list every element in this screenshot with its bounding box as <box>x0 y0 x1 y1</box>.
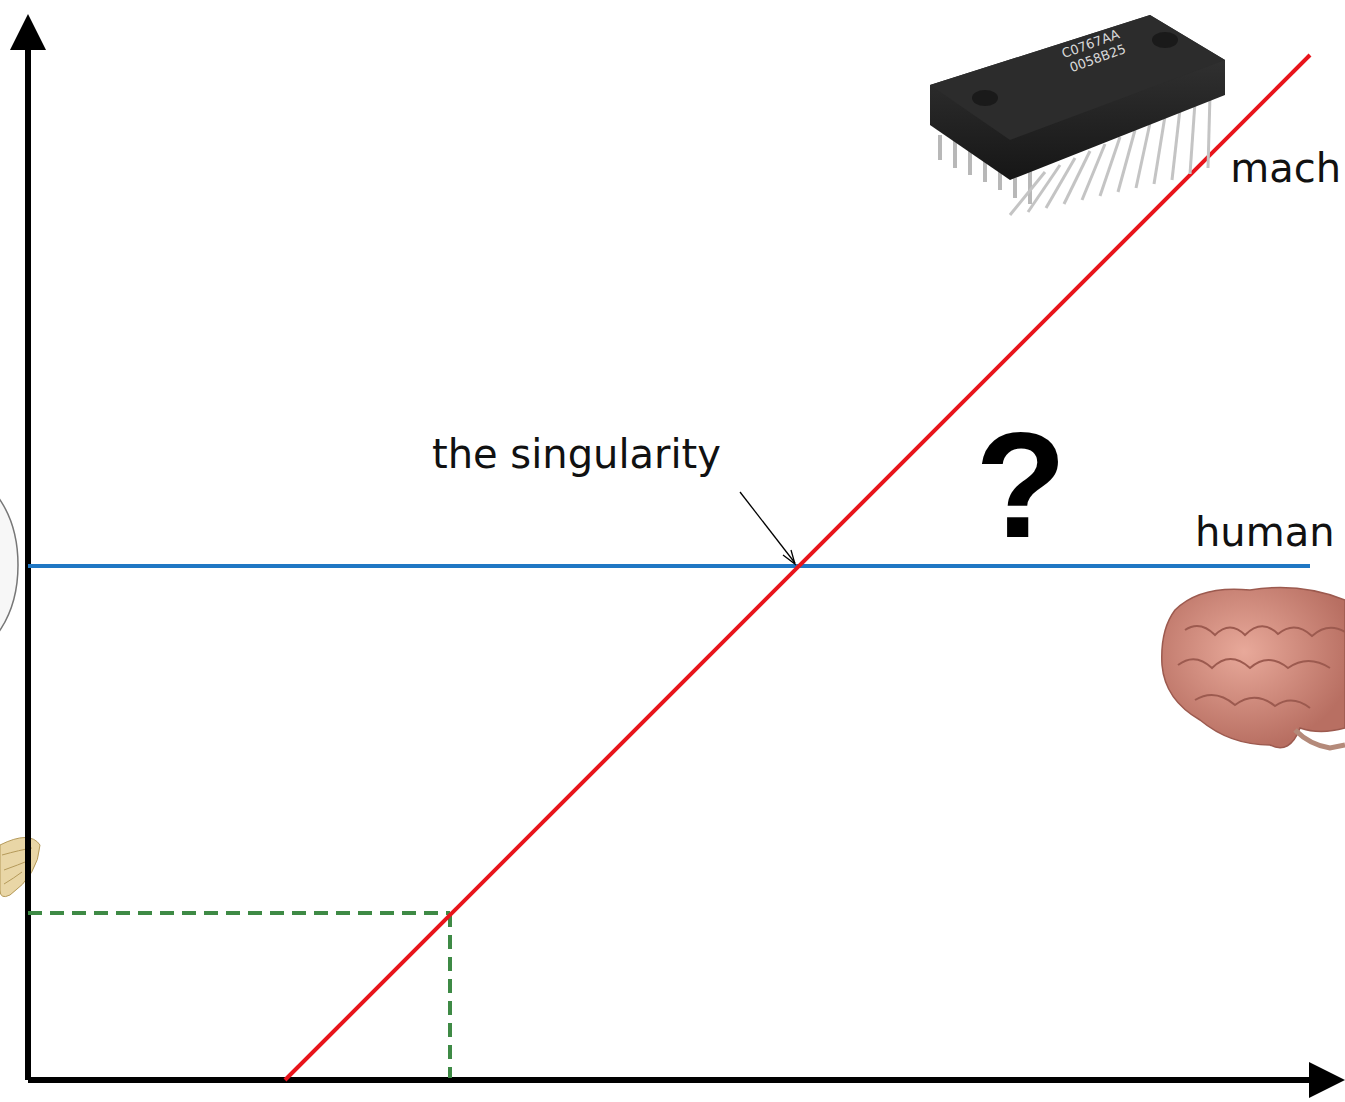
brain-icon <box>1162 588 1345 748</box>
guide-dashes <box>28 913 450 1078</box>
machine-line <box>285 55 1310 1080</box>
chip-icon <box>930 15 1225 215</box>
question-mark: ? <box>975 410 1067 560</box>
axis-label: human <box>1195 512 1335 552</box>
edge-figure <box>0 475 18 655</box>
human-line <box>28 564 1310 568</box>
wing-figure <box>0 838 40 897</box>
axis-label: mach <box>1230 148 1341 188</box>
annotation-label: the singularity <box>432 434 721 474</box>
leader-line <box>740 492 795 564</box>
axes <box>10 14 1345 1098</box>
